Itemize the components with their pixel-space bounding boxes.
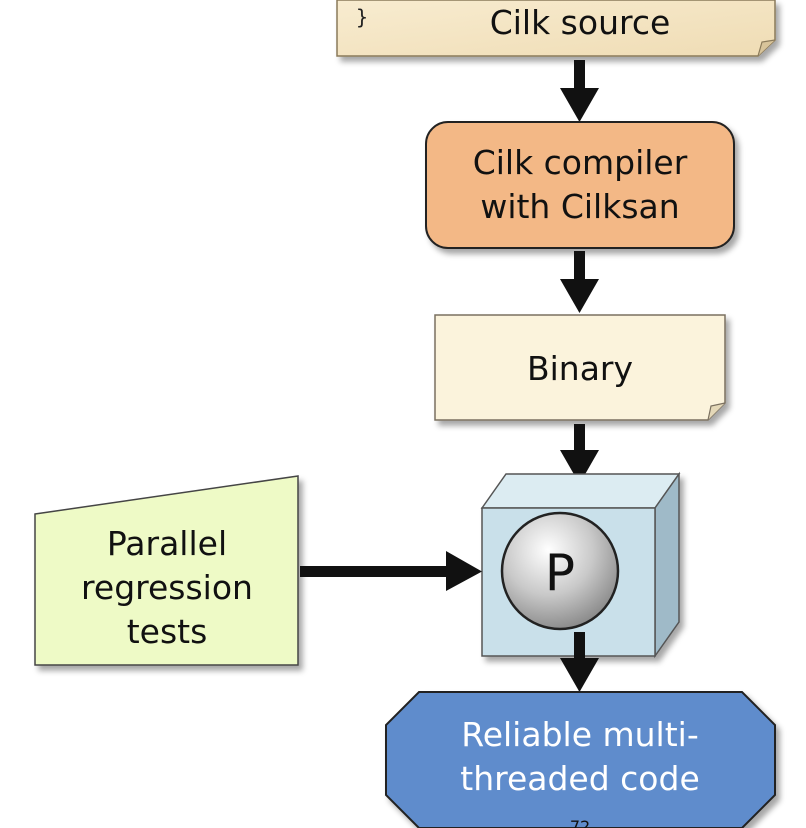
- arrow-processor-to-output: [560, 632, 599, 692]
- output-label-line1: Reliable multi-: [461, 715, 698, 754]
- binary-label: Binary: [527, 349, 633, 388]
- cilk-source-document: [336, 0, 776, 57]
- code-closing-brace: }: [356, 5, 368, 29]
- output-label-line2: threaded code: [460, 759, 700, 798]
- arrow-binary-to-processor: [560, 424, 599, 484]
- cilk-source-label: Cilk source: [490, 3, 671, 42]
- processor-label: P: [545, 544, 575, 602]
- arrow-compiler-to-binary: [560, 251, 599, 313]
- tests-label-line2: regression: [81, 568, 253, 607]
- tests-label-line1: Parallel: [107, 524, 227, 563]
- arrow-tests-to-processor: [300, 551, 482, 591]
- tests-label-line3: tests: [127, 612, 208, 651]
- page-number: 72: [570, 817, 590, 828]
- compiler-label-line1: Cilk compiler: [473, 143, 688, 182]
- cilk-compiler-box: [425, 121, 735, 249]
- binary-document: [434, 314, 726, 421]
- processor-ball: [500, 511, 620, 631]
- compiler-label-line2: with Cilksan: [480, 187, 679, 226]
- parallel-regression-tests-card: [34, 475, 299, 666]
- reliable-multithreaded-code-box: [385, 691, 776, 828]
- arrow-source-to-compiler: [560, 60, 599, 122]
